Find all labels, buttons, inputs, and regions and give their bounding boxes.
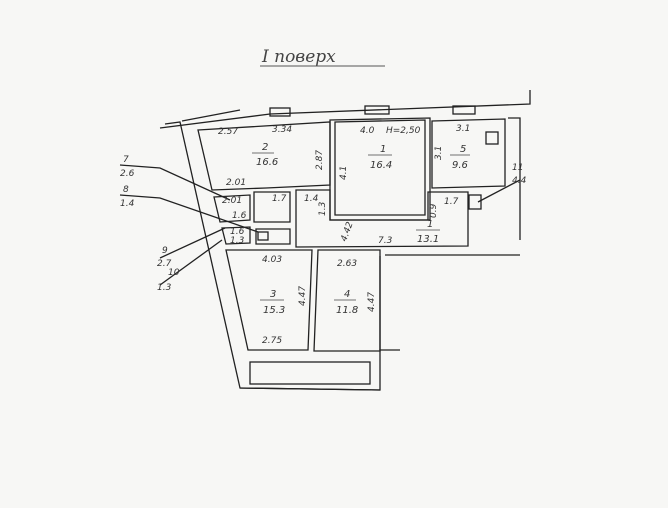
- dimension: 1.3: [230, 236, 245, 246]
- room-number: 2: [262, 142, 268, 153]
- callout-area: 2.7: [157, 259, 172, 269]
- callout-number: 11: [512, 163, 523, 173]
- dimension: 2.57: [218, 127, 238, 137]
- dimension: 4.0: [360, 126, 375, 136]
- room-7-outline: [213, 194, 251, 223]
- callout-area: 4.4: [512, 176, 527, 186]
- room-area: 16.4: [370, 160, 392, 171]
- room-area: 13.1: [417, 234, 439, 245]
- dimension: 3.34: [272, 125, 292, 135]
- room-2-outline: [197, 121, 331, 191]
- dimension: 1.7: [444, 197, 459, 207]
- dimension: 2.63: [337, 259, 357, 269]
- ceiling-height: H=2,50: [386, 126, 421, 136]
- room-8-outline: [253, 191, 291, 223]
- dimension: 4.47: [298, 286, 308, 306]
- room-area: 16.6: [256, 157, 278, 168]
- plan-title: I поверх: [261, 47, 336, 67]
- callout-area: 1.4: [120, 199, 135, 209]
- room-4-outline: [313, 249, 381, 352]
- callout-area: 2.6: [120, 169, 135, 179]
- room-area: 15.3: [263, 305, 285, 316]
- stove-icon: [485, 131, 499, 145]
- dimension: 1.7: [272, 194, 287, 204]
- room-number: 1: [427, 219, 433, 230]
- dimension: 2.75: [262, 336, 282, 346]
- room-10-outline: [221, 226, 251, 245]
- corridor-outline: [295, 189, 469, 248]
- dimension: 3.1: [456, 124, 470, 134]
- dimension: 4.42: [339, 221, 355, 244]
- dimension: 1.4: [304, 194, 319, 204]
- dimension: 1.6: [232, 211, 247, 221]
- room-number: 5: [460, 144, 466, 155]
- callout-labels: 7 2.6 8 1.4 9 2.7 10 1.3 11 4.4: [120, 155, 527, 293]
- stair-block: [249, 361, 371, 385]
- dimension: 1.3: [318, 201, 328, 216]
- room-5-outline: [431, 118, 506, 189]
- callout-area: 1.3: [157, 283, 172, 293]
- room-number: 1: [380, 144, 386, 155]
- room-labels: 2 16.6 1 16.4 5 9.6 1 13.1 3 15.3 4 11.8: [252, 142, 470, 316]
- dimension-labels: 2.57 3.34 4.0 3.1 2.87 4.1 3.1 2.01 2.01…: [218, 124, 470, 346]
- dimension: 4.1: [339, 166, 349, 180]
- callout-number: 7: [123, 155, 129, 165]
- room-1-outline: [334, 119, 426, 216]
- callout-number: 8: [123, 185, 129, 195]
- walls: [119, 90, 531, 391]
- room-11-outline: [468, 194, 482, 210]
- callout-number: 10: [168, 268, 180, 278]
- dimension: 2.01: [226, 178, 246, 188]
- room-3-outline: [225, 249, 313, 351]
- dimension: 2.01: [222, 196, 242, 206]
- room-area: 9.6: [452, 160, 468, 171]
- dimension: 7.3: [378, 236, 393, 246]
- room-number: 3: [270, 289, 276, 300]
- dimension: 1.6: [230, 227, 245, 237]
- callout-number: 9: [162, 246, 168, 256]
- dimension: 4.47: [367, 292, 377, 312]
- dimension: 0.9: [429, 203, 439, 218]
- dimension: 2.87: [315, 150, 325, 170]
- room-number: 4: [344, 289, 350, 300]
- dimension: 3.1: [434, 146, 444, 160]
- room-area: 11.8: [336, 305, 358, 316]
- dimension: 4.03: [262, 255, 282, 265]
